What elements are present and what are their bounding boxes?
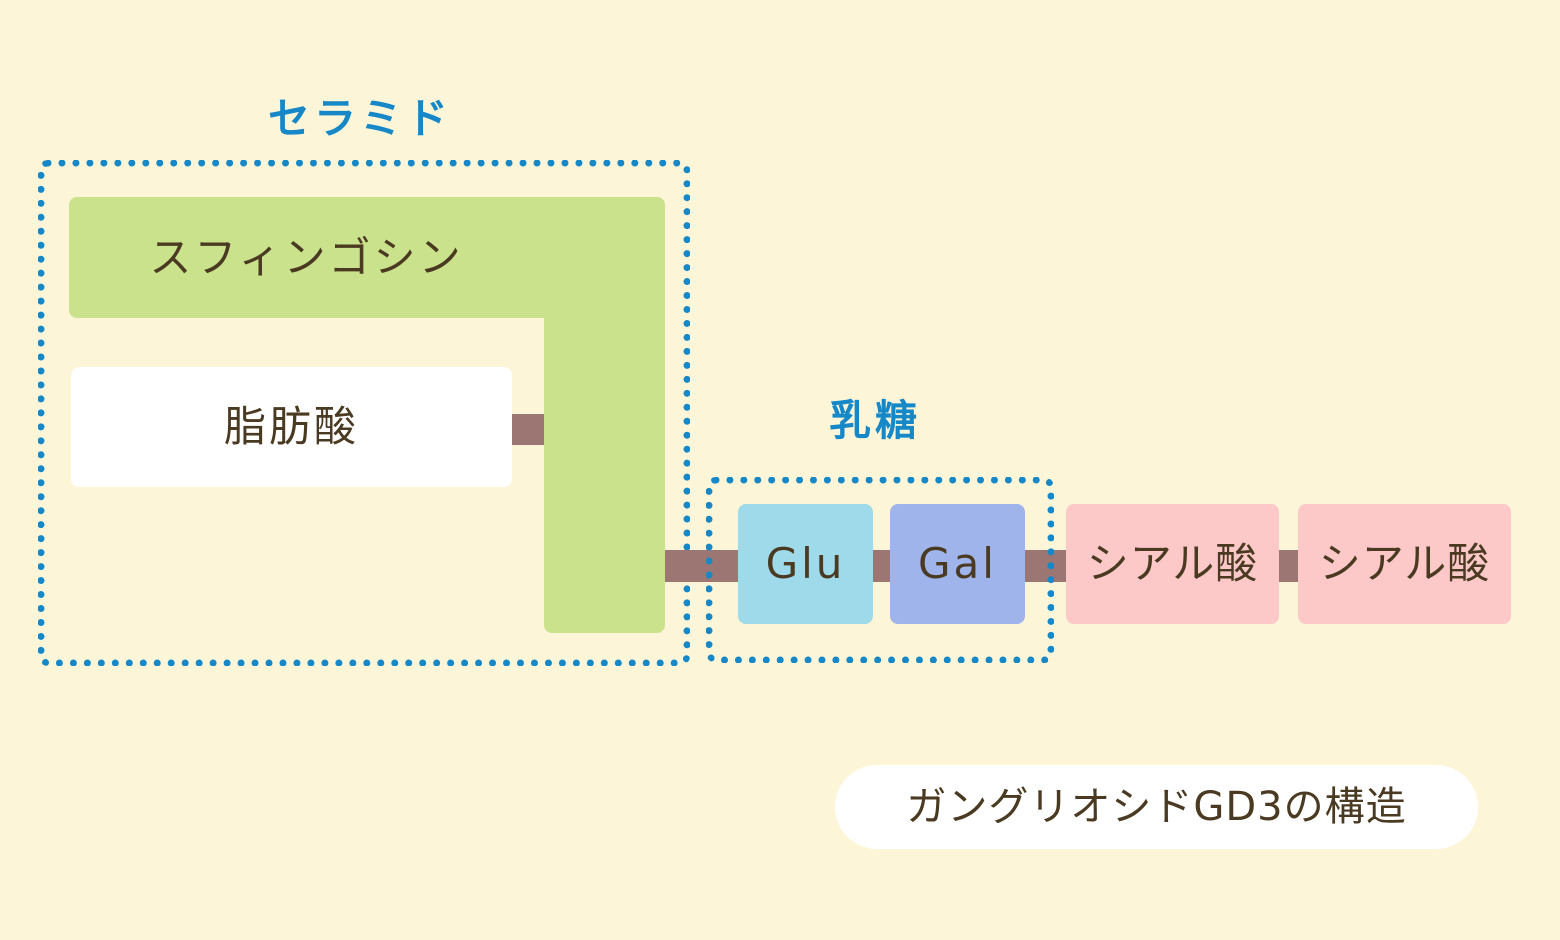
fatty-acid-link xyxy=(512,414,544,445)
fatty-acid-label: 脂肪酸 xyxy=(223,402,359,451)
glucose-box: Glu xyxy=(738,504,873,624)
ceramide-label: セラミド xyxy=(267,94,452,143)
sialic-acid-box-2: シアル酸 xyxy=(1298,504,1511,624)
galactose-label: Gal xyxy=(918,539,997,588)
lactose-group-outline xyxy=(706,477,1054,663)
galactose-box: Gal xyxy=(890,504,1025,624)
caption-label: ガングリオシドGD3の構造 xyxy=(906,784,1407,830)
sialic-acid-box-1: シアル酸 xyxy=(1066,504,1279,624)
fatty-acid-box: 脂肪酸 xyxy=(71,367,512,487)
caption-pill: ガングリオシドGD3の構造 xyxy=(835,765,1478,849)
sphingosine-label: スフィンゴシン xyxy=(149,232,464,282)
sialic-acid-label-1: シアル酸 xyxy=(1086,539,1259,588)
lactose-label: 乳糖 xyxy=(828,396,921,445)
glucose-label: Glu xyxy=(765,539,846,588)
ceramide-group-outline xyxy=(38,160,690,666)
sphingosine-vertical-bar xyxy=(544,197,665,633)
sialic-acid-label-2: シアル酸 xyxy=(1318,539,1491,588)
